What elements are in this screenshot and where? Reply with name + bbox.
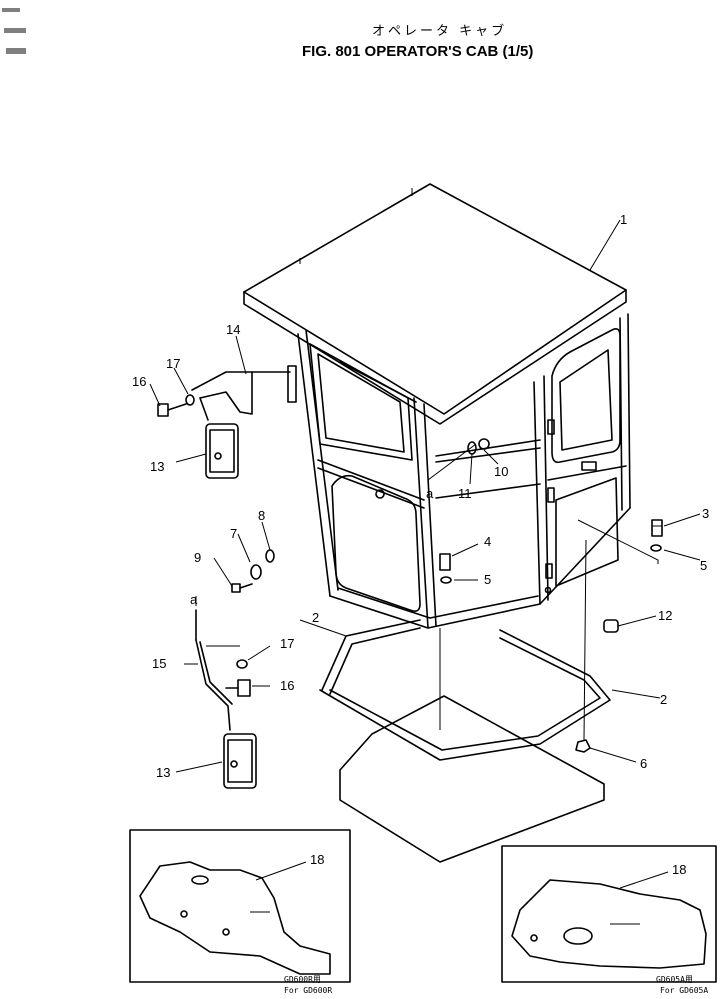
callout-16: 16 [280, 678, 294, 693]
cab-roof [243, 183, 627, 425]
inset-gd605a: GD605A用 For GD605A [501, 845, 717, 995]
bolt-4 [439, 553, 451, 571]
callout-12: 12 [658, 608, 672, 623]
figure-title: FIG. 801 OPERATOR'S CAB (1/5) [302, 43, 534, 60]
nut-10 [478, 438, 490, 450]
washer-5-right [650, 544, 662, 552]
figure-title-japanese: オペレータ キャブ [372, 24, 508, 39]
callout-15: 15 [152, 656, 166, 671]
connector-label-a: a [426, 486, 434, 501]
connector-label-a: a [190, 592, 198, 607]
bolt-3 [651, 519, 663, 537]
callout-6: 6 [640, 756, 647, 771]
part-callouts: 1 2 2 3 4 5 5 6 7 8 9 10 11 12 13 13 14 … [132, 212, 709, 877]
screw-9 [231, 583, 253, 593]
callout-17: 17 [166, 356, 180, 371]
inset-right-note: For GD605A [660, 986, 708, 995]
callout-18: 18 [310, 852, 324, 867]
inset-left-note: For GD600R [284, 986, 332, 995]
spring-7 [250, 564, 262, 580]
callout-16: 16 [132, 374, 146, 389]
callout-18: 18 [672, 862, 686, 877]
inset-right-code: GD605A用 [656, 975, 693, 984]
bolt-16-upper [157, 403, 187, 417]
mirror-13-upper [199, 397, 239, 479]
callout-11: 11 [458, 486, 472, 501]
floor-mat [339, 539, 605, 863]
callout-8: 8 [258, 508, 265, 523]
callout-2: 2 [660, 692, 667, 707]
washer-11 [467, 441, 477, 455]
callout-13: 13 [156, 765, 170, 780]
callout-13: 13 [150, 459, 164, 474]
bolt-16-lower [225, 679, 251, 697]
mirror-bracket-14 [191, 371, 291, 415]
inset-left-code: GD600R用 [284, 975, 321, 984]
floor-seal-2-upper [321, 619, 421, 695]
callout-17: 17 [280, 636, 294, 651]
callout-9: 9 [194, 550, 201, 565]
mirror-13-lower [223, 733, 257, 789]
callout-7: 7 [230, 526, 237, 541]
callout-2: 2 [312, 610, 319, 625]
nut-6 [575, 739, 591, 753]
callout-5: 5 [700, 558, 707, 573]
nut-12 [603, 619, 619, 633]
callout-5: 5 [484, 572, 491, 587]
washer-5-center [440, 576, 452, 584]
callout-14: 14 [226, 322, 240, 337]
callout-3: 3 [702, 506, 709, 521]
cab-frame [287, 313, 659, 629]
floor-seal-2-lower [319, 629, 611, 761]
scan-noise [2, 8, 26, 54]
mirror-stay-15 [195, 609, 240, 731]
callout-10: 10 [494, 464, 508, 479]
inset-gd600r: GD600R用 For GD600R [129, 829, 351, 995]
leader-lines [149, 219, 701, 889]
washer-17-lower [236, 659, 248, 669]
washer-8 [265, 549, 275, 563]
washer-17-upper [185, 394, 195, 406]
callout-1: 1 [620, 212, 627, 227]
callout-4: 4 [484, 534, 491, 549]
